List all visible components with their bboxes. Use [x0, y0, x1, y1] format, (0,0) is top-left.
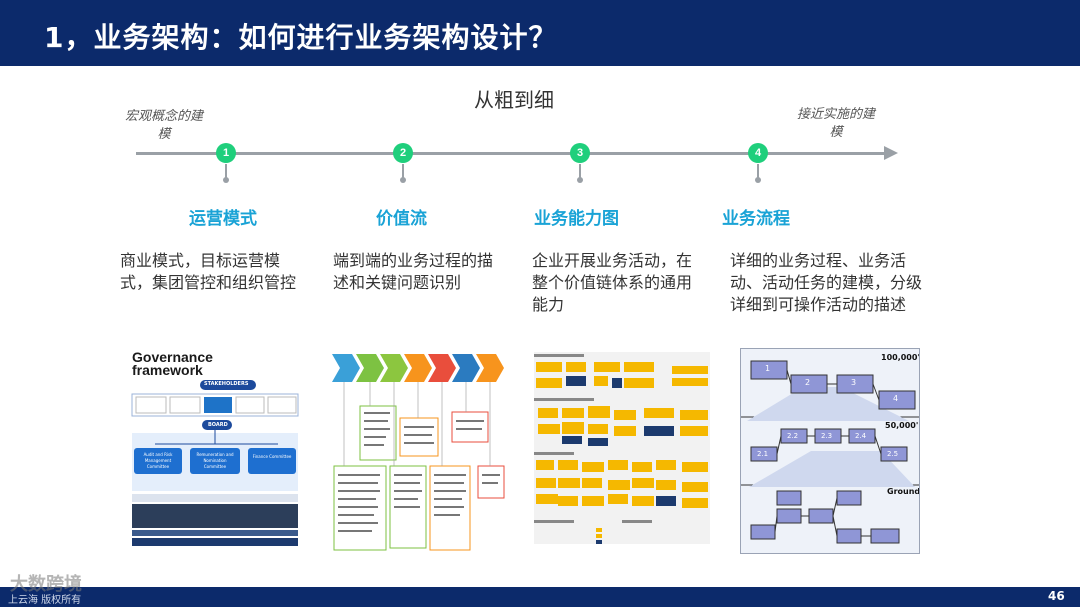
- stage-tick-4: [755, 164, 761, 183]
- governance-framework-image: Governance framework STAKEHOLDERS BOARD …: [130, 348, 300, 554]
- process-box-3: 3: [851, 378, 857, 387]
- watermark-logo: 大数跨境: [10, 574, 82, 595]
- timeline-axis: [136, 152, 888, 155]
- stage-tick-1: [223, 164, 229, 183]
- level-label-100000: 100,000': [881, 353, 920, 362]
- slide-title: 1，业务架构：如何进行业务架构设计？: [44, 21, 558, 54]
- committee-finance: Finance Committee: [252, 454, 292, 459]
- page-number: 46: [1048, 589, 1065, 603]
- process-box-2-5: 2.5: [887, 450, 899, 458]
- process-box-2-4: 2.4: [855, 432, 867, 440]
- governance-diagram: [131, 380, 299, 546]
- stakeholders-label: STAKEHOLDERS: [204, 381, 249, 387]
- stage-title-value-stream: 价值流: [376, 209, 427, 229]
- governance-title-line2: framework: [132, 362, 203, 378]
- value-stream-image: [330, 348, 508, 554]
- process-box-2-3: 2.3: [821, 432, 833, 440]
- stage-title-capability-map: 业务能力图: [534, 209, 619, 229]
- process-levels-diagram: [741, 349, 919, 553]
- stage-marker-2: 2: [393, 143, 413, 163]
- stage-tick-2: [400, 164, 406, 183]
- timeline-end-note: 接近实施的建模: [796, 107, 875, 140]
- process-box-2-2: 2.2: [787, 432, 799, 440]
- stage-desc-capability-map: 企业开展业务活动，在整个价值链体系的通用能力: [532, 251, 693, 314]
- stage-tick-3: [577, 164, 583, 183]
- timeline-arrow-icon: [884, 146, 898, 160]
- stage-desc-business-process: 详细的业务过程、业务活动、活动任务的建模，分级详细到可操作活动的描述: [730, 251, 923, 314]
- process-box-2-1: 2.1: [757, 450, 769, 458]
- process-box-1: 1: [765, 364, 771, 373]
- governance-title-line1: Governance: [132, 349, 213, 365]
- footer-bar: [0, 587, 1080, 607]
- stage-title-operating-model: 运营模式: [189, 209, 257, 229]
- board-label: BOARD: [208, 422, 228, 428]
- header-bar: [0, 0, 1080, 66]
- stage-desc-operating-model: 商业模式，目标运营模式，集团管控和组织管控: [120, 251, 297, 292]
- committee-remuneration: Remuneration and Nomination Committee: [196, 452, 234, 469]
- stage-marker-3: 3: [570, 143, 590, 163]
- capability-map-image: [532, 348, 712, 554]
- capability-map-diagram: [534, 352, 710, 544]
- stage-desc-value-stream: 端到端的业务过程的描述和关键问题识别: [333, 251, 494, 292]
- timeline-caption: 从粗到细: [474, 88, 554, 112]
- committee-audit: Audit and Risk Management Committee: [143, 452, 173, 469]
- process-box-2: 2: [805, 378, 811, 387]
- footer-copyright: 上云海 版权所有: [8, 595, 82, 606]
- process-levels-image: 100,000' 50,000' Ground 1 2 3 4 2.1 2.2 …: [740, 348, 920, 554]
- value-stream-diagram: [332, 354, 505, 551]
- process-box-4: 4: [893, 394, 899, 403]
- timeline-start-note: 宏观概念的建模: [124, 109, 203, 142]
- level-label-ground: Ground: [887, 487, 920, 496]
- stage-marker-4: 4: [748, 143, 768, 163]
- stage-title-business-process: 业务流程: [722, 209, 790, 229]
- level-label-50000: 50,000': [885, 421, 919, 430]
- stage-marker-1: 1: [216, 143, 236, 163]
